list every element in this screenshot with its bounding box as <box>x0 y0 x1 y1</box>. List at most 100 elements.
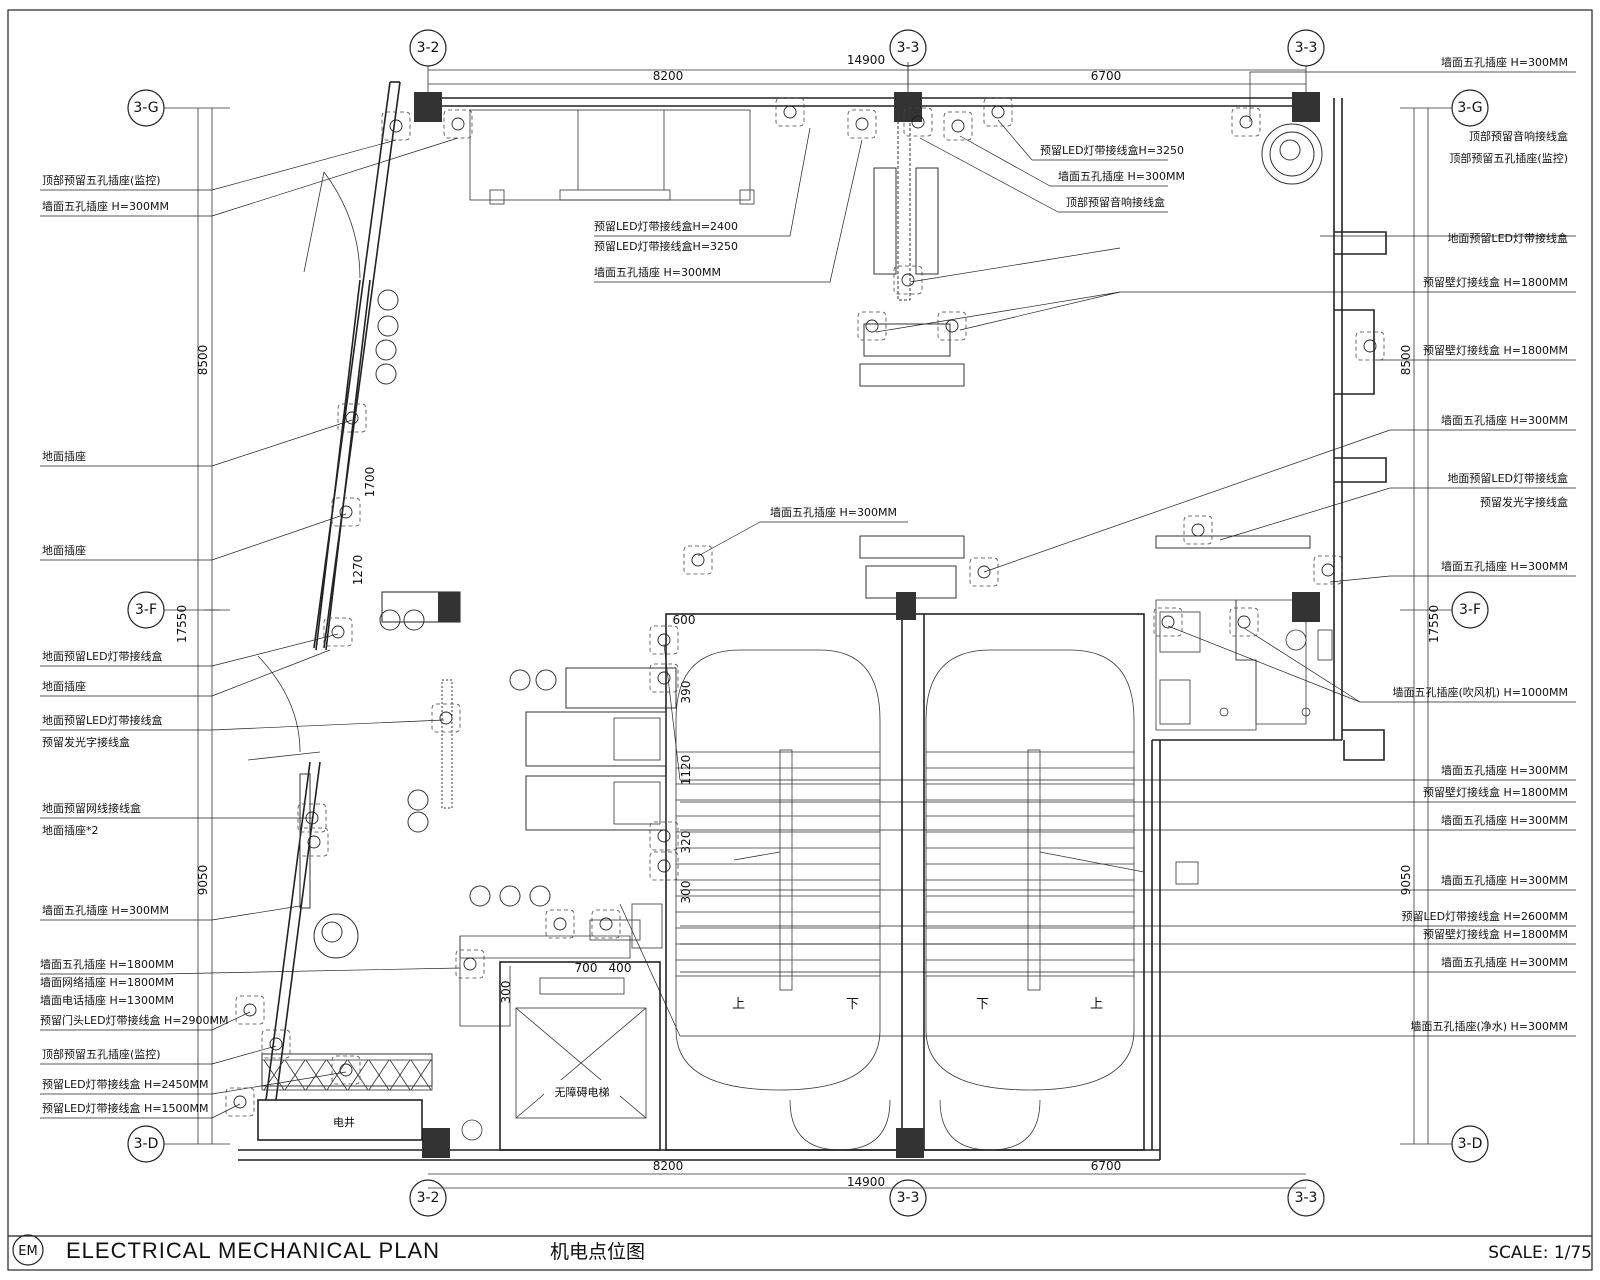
socket-symbol-frame <box>649 851 679 881</box>
leader-line <box>1167 625 1361 703</box>
note-right-5: 预留壁灯接线盒 H=1800MM <box>1423 275 1568 289</box>
dim-left-mid: 17550 <box>175 605 189 643</box>
socket-symbol-frame <box>381 111 411 141</box>
dim-top-left: 8200 <box>653 69 684 83</box>
leader-line <box>40 967 461 975</box>
note-right-10: 墙面五孔插座 H=300MM <box>1441 559 1568 573</box>
socket-symbol <box>599 917 613 931</box>
socket-symbol <box>307 835 321 849</box>
equipment-plate <box>375 339 397 361</box>
note-right-17: 预留壁灯接线盒 H=1800MM <box>1423 927 1568 941</box>
leader-line <box>959 135 1051 187</box>
round-table-top <box>1269 131 1315 177</box>
note-center-3: 墙面五孔插座 H=300MM <box>594 265 721 279</box>
socket-symbol <box>657 633 671 647</box>
socket-symbol-frame <box>683 545 713 575</box>
socket-symbol <box>855 117 869 131</box>
socket-symbol <box>657 671 671 685</box>
socket-symbol <box>331 625 345 639</box>
note-center-4: 预留LED灯带接线盒H=3250 <box>1040 143 1184 157</box>
elevator-area: 无障碍电梯 <box>499 961 661 1151</box>
socket-symbol <box>553 917 567 931</box>
socket-symbol-frame <box>969 557 999 587</box>
note-right-14: 墙面五孔插座 H=300MM <box>1441 813 1568 827</box>
drawing-frame <box>7 9 1593 1271</box>
socket-symbol-frame <box>903 107 933 137</box>
dim-left-upper: 8500 <box>196 345 210 376</box>
leader-line <box>959 291 1121 331</box>
note-right-9: 预留发光字接线盒 <box>1480 495 1568 509</box>
note-left-5: 地面预留LED灯带接线盒 <box>42 649 163 663</box>
shaft-hatch-line <box>368 1059 390 1091</box>
dim-320: 320 <box>679 831 693 854</box>
note-left-11: 墙面五孔插座 H=300MM <box>42 903 169 917</box>
dim-left-lower: 9050 <box>196 865 210 896</box>
socket-symbol <box>901 273 915 287</box>
dim-right-lower: 9050 <box>1399 865 1413 896</box>
shaft-hatch-line <box>305 1059 327 1091</box>
note-right-6: 预留壁灯接线盒 H=1800MM <box>1423 343 1568 357</box>
note-left-8: 预留发光字接线盒 <box>42 735 130 749</box>
note-right-4: 地面预留LED灯带接线盒 <box>1447 231 1568 245</box>
shaft-hatch-line <box>284 1059 306 1091</box>
socket-symbol-frame <box>943 111 973 141</box>
dim-1270: 1270 <box>351 555 365 586</box>
socket-symbol <box>783 105 797 119</box>
grid-bubble-top-right: 3-3 <box>1295 40 1318 56</box>
socket-symbol-frame <box>323 617 353 647</box>
socket-symbol-frame <box>1183 515 1213 545</box>
note-left-10: 地面插座*2 <box>42 823 99 837</box>
note-left-9: 地面预留网线接线盒 <box>42 801 141 815</box>
note-right-12: 墙面五孔插座 H=300MM <box>1441 763 1568 777</box>
socket-symbol <box>977 565 991 579</box>
equipment-plate <box>499 885 521 907</box>
dim-700: 700 <box>575 961 598 975</box>
socket-symbol-frame <box>299 827 329 857</box>
grid-bubble-top-mid: 3-3 <box>897 40 920 56</box>
grid-bubble-left-d: 3-D <box>134 1136 159 1152</box>
gym-equipment <box>261 109 1323 1087</box>
note-left-15: 预留门头LED灯带接线盒 H=2900MM <box>40 1013 229 1027</box>
leader-line <box>697 521 761 557</box>
round-table <box>313 913 359 959</box>
socket-symbol <box>1237 615 1251 629</box>
round-table <box>1261 123 1323 185</box>
socket-symbol <box>1239 115 1253 129</box>
dim-bottom-left: 8200 <box>653 1159 684 1173</box>
dim-1120: 1120 <box>679 755 693 786</box>
socket-symbol-frame <box>331 497 361 527</box>
equipment-plate <box>529 885 551 907</box>
grid-bubble-left-g: 3-G <box>133 100 158 116</box>
socket-symbol <box>439 711 453 725</box>
socket-symbol-frame <box>649 821 679 851</box>
socket-symbol <box>657 829 671 843</box>
equipment-plate <box>535 669 557 691</box>
shaft-hatch-line <box>410 1059 432 1091</box>
note-right-1: 墙面五孔插座 H=300MM <box>1441 55 1568 69</box>
shaft-hatch-line <box>389 1059 411 1091</box>
equipment-plate <box>407 811 429 833</box>
equipment-plate <box>379 609 401 631</box>
leader-line <box>40 905 301 921</box>
leader-line <box>40 1071 347 1095</box>
note-right-8: 地面预留LED灯带接线盒 <box>1447 471 1568 485</box>
note-right-2: 顶部预留音响接线盒 <box>1469 129 1568 143</box>
leader-line <box>40 419 353 467</box>
socket-symbol-frame <box>331 1055 361 1085</box>
leader-line <box>40 649 331 697</box>
socket-symbol <box>911 115 925 129</box>
socket-symbol <box>345 411 359 425</box>
socket-symbol <box>951 119 965 133</box>
socket-symbol <box>389 119 403 133</box>
leader-line <box>909 247 1121 283</box>
equipment-plate <box>509 669 531 691</box>
dim-400: 400 <box>609 961 632 975</box>
leader-line <box>40 139 397 191</box>
title-chinese: 机电点位图 <box>550 1241 645 1263</box>
socket-symbol <box>865 319 879 333</box>
note-center-2: 预留LED灯带接线盒H=3250 <box>594 239 738 253</box>
socket-symbol-frame <box>847 109 877 139</box>
grid-bubble-left-f: 3-F <box>135 602 157 618</box>
socket-symbol-frame <box>591 909 621 939</box>
leader-line <box>619 903 681 1037</box>
